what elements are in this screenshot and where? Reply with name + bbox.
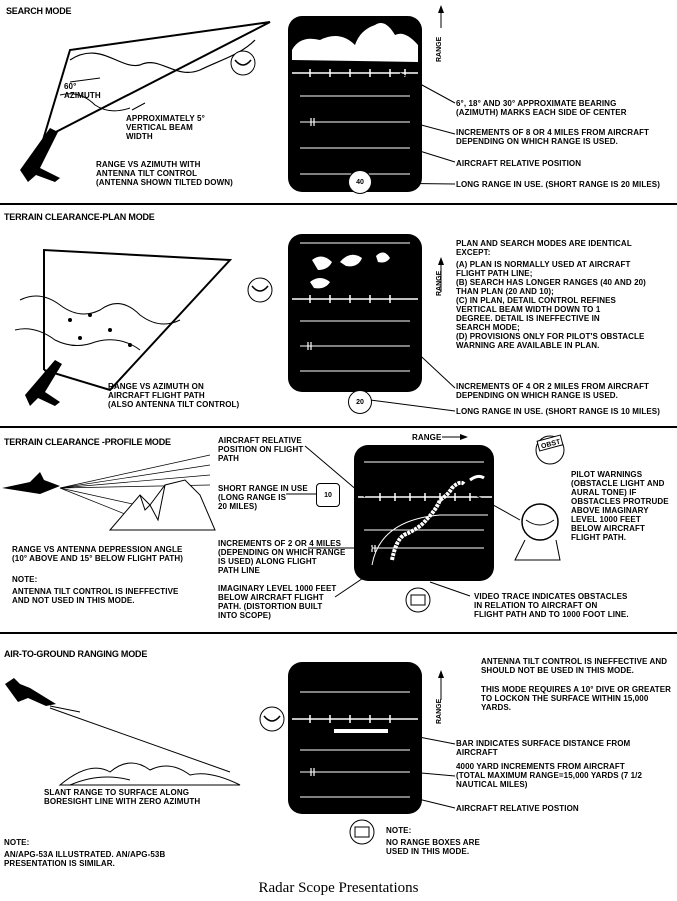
profile-callout-increments: INCREMENTS OF 2 OR 4 MILES (DEPENDING ON…	[218, 539, 346, 575]
air-to-ground-callout-position: AIRCRAFT RELATIVE POSTION	[456, 804, 579, 813]
plan-callout-increments: INCREMENTS OF 4 OR 2 MILES FROM AIRCRAFT…	[456, 382, 650, 400]
plan-exception-c: (C) IN PLAN, DETAIL CONTROL REFINES VERT…	[456, 296, 616, 332]
search-mode-illustration	[20, 21, 271, 182]
air-to-ground-note-text: NO RANGE BOXES ARE USED IN THIS MODE.	[386, 838, 480, 856]
profile-mode-illustration	[2, 454, 216, 531]
search-range-label: RANGE VS AZIMUTH WITH ANTENNA TILT CONTR…	[96, 160, 233, 187]
search-mode-title: SEARCH MODE	[6, 6, 72, 16]
air-to-ground-callout-increments: 4000 YARD INCREMENTS FROM AIRCRAFT (TOTA…	[456, 762, 643, 789]
air-to-ground-dive-text: THIS MODE REQUIRES A 10° DIVE OR GREATER…	[481, 685, 672, 712]
air-to-ground-tilt-text: ANTENNA TILT CONTROL IS INEFFECTIVE AND …	[481, 657, 668, 675]
azimuth-label: 60° AZIMUTH	[64, 82, 101, 100]
profile-range-label: RANGE VS ANTENNA DEPRESSION ANGLE (10° A…	[12, 545, 183, 563]
air-to-ground-range-axis: RANGE	[436, 698, 443, 724]
figure-caption: Radar Scope Presentations	[258, 880, 419, 896]
section-divider	[0, 426, 677, 428]
search-range-box: 40	[348, 170, 372, 194]
profile-callout-pilot-warnings: PILOT WARNINGS (OBSTACLE LIGHT AND AURAL…	[571, 470, 669, 542]
air-to-ground-callout-bar: BAR INDICATES SURFACE DISTANCE FROM AIRC…	[456, 739, 631, 757]
air-to-ground-range-label: SLANT RANGE TO SURFACE ALONG BORESIGHT L…	[44, 788, 201, 806]
search-callout-bearing: 6°, 18° AND 30° APPROXIMATE BEARING (AZI…	[456, 99, 627, 117]
profile-range-box: 10	[316, 483, 340, 507]
search-callout-increments: INCREMENTS OF 8 OR 4 MILES FROM AIRCRAFT…	[456, 128, 650, 146]
profile-scope	[354, 445, 494, 581]
search-callout-aircraft-position: AIRCRAFT RELATIVE POSITION	[456, 159, 582, 168]
profile-callout-imaginary-level: IMAGINARY LEVEL 1000 FEET BELOW AIRCRAFT…	[218, 584, 337, 620]
search-callout-long-range: LONG RANGE IN USE. (SHORT RANGE IS 20 MI…	[456, 180, 660, 189]
plan-mode-title: TERRAIN CLEARANCE-PLAN MODE	[4, 212, 155, 222]
section-divider	[0, 203, 677, 205]
profile-scope-overlay	[286, 434, 565, 613]
profile-note-title: NOTE:	[12, 575, 38, 584]
profile-range-axis: RANGE	[412, 433, 442, 442]
section-divider	[0, 632, 677, 634]
footer-note-title: NOTE:	[4, 838, 30, 847]
plan-callout-long-range: LONG RANGE IN USE. (SHORT RANGE IS 10 MI…	[456, 407, 660, 416]
profile-mode-title: TERRAIN CLEARANCE -PROFILE MODE	[4, 437, 171, 447]
profile-callout-short-range: SHORT RANGE IN USE (LONG RANGE IS 20 MIL…	[218, 484, 308, 511]
air-to-ground-illustration	[5, 678, 285, 786]
plan-exception-a: (A) PLAN IS NORMALLY USED AT AIRCRAFT FL…	[456, 260, 631, 278]
air-to-ground-note-title: NOTE:	[386, 826, 412, 835]
search-scope-overlay	[292, 5, 456, 185]
footer-note-text: AN/APG-53A ILLUSTRATED. AN/APG-53B PRESE…	[4, 850, 166, 868]
plan-range-label: RANGE VS AZIMUTH ON AIRCRAFT FLIGHT PATH…	[108, 382, 240, 409]
air-to-ground-scope-overlay	[292, 670, 456, 845]
plan-exception-b: (B) SEARCH HAS LONGER RANGES (40 AND 20)…	[456, 278, 646, 296]
plan-exception-d: (D) PROVISIONS ONLY FOR PILOT'S OBSTACLE…	[456, 332, 645, 350]
plan-mode-illustration	[14, 248, 273, 406]
profile-callout-video-trace: VIDEO TRACE INDICATES OBSTACLES IN RELAT…	[474, 592, 629, 619]
profile-note-text: ANTENNA TILT CONTROL IS INEFFECTIVE AND …	[12, 587, 179, 605]
air-to-ground-scope	[288, 662, 422, 814]
plan-scope-overlay	[292, 242, 456, 412]
profile-callout-aircraft-position: AIRCRAFT RELATIVE POSITION ON FLIGHT PAT…	[218, 436, 304, 463]
plan-identical-text: PLAN AND SEARCH MODES ARE IDENTICAL EXCE…	[456, 239, 632, 257]
air-to-ground-title: AIR-TO-GROUND RANGING MODE	[4, 649, 148, 659]
plan-range-box: 20	[348, 390, 372, 414]
beam-width-label: APPROXIMATELY 5° VERTICAL BEAM WIDTH	[126, 114, 205, 141]
